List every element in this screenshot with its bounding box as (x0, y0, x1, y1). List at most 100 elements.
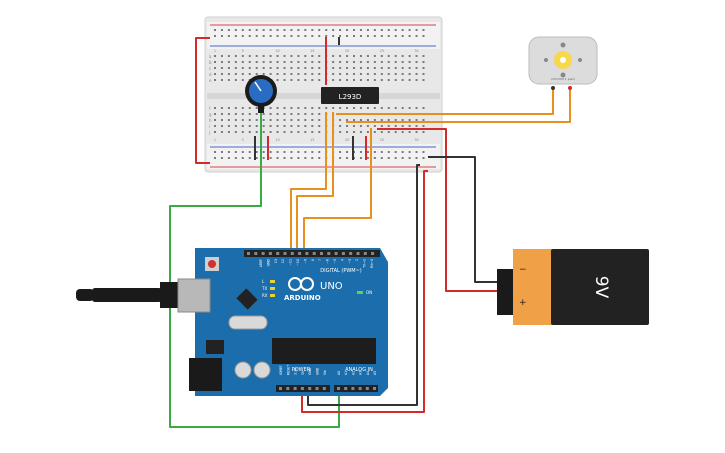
digital-pin-label: 2 (355, 259, 359, 261)
wire-red-rail-loop (195, 37, 210, 164)
wires (169, 37, 571, 428)
breadboard-holes (214, 29, 425, 159)
column-number: 25 (380, 49, 384, 53)
digital-pin-label: TX→1 (363, 259, 367, 269)
column-number: 10 (275, 49, 279, 53)
wire-orange-3 (303, 128, 372, 253)
column-number: 15 (310, 138, 314, 142)
wire-orange-motor-1 (336, 88, 554, 115)
column-number: 1 (214, 49, 216, 53)
arduino-brand: ARDUINO (284, 294, 321, 302)
digital-pin-label: GND (266, 258, 270, 266)
led-label: L (262, 279, 265, 284)
power-pin-label: Vin (323, 370, 327, 375)
power-pin-label: IOREF (279, 365, 283, 375)
battery-minus-label: − (519, 265, 527, 275)
analog-pin-label: A3 (359, 371, 363, 375)
analog-pin-label: A4 (366, 371, 370, 375)
wire-orange-2 (296, 112, 334, 253)
row-letter: c (209, 66, 211, 71)
power-pin-label: 3.3V (294, 367, 298, 375)
chip-label: L293D (339, 93, 362, 101)
row-letter: j (208, 130, 210, 135)
digital-pin-label: ~3 (348, 259, 352, 264)
arduino-uno: ARDUINO UNO DIGITAL (PWM~) POWER ANALOG … (76, 248, 388, 396)
led-label: TX (261, 286, 267, 291)
analog-pin-label: A1 (344, 371, 348, 375)
power-pin-label: GND (308, 367, 312, 375)
row-letter: a (209, 54, 212, 59)
column-number: 15 (310, 49, 314, 53)
column-number: 30 (414, 49, 418, 53)
battery-label: 9V (591, 276, 611, 299)
power-pin-label: RESET (286, 365, 290, 375)
digital-pin-label: 7 (318, 259, 322, 261)
power-pin-label: 5V (301, 370, 305, 375)
column-number: 10 (275, 138, 279, 142)
motor-label: CUSTOM 1 pwm (551, 77, 575, 81)
analog-pin-label: A0 (337, 371, 341, 375)
wire-green-pot (169, 113, 340, 428)
wire-red-5v (301, 170, 428, 413)
digital-header (244, 250, 380, 257)
analog-pin-label: A2 (351, 371, 355, 375)
digital-pin-label: ~6 (326, 259, 330, 264)
breadboard-jumpers (254, 37, 367, 160)
power-rail-bottom (207, 144, 440, 169)
analog-header (334, 385, 378, 392)
power-header-label: POWER (292, 367, 311, 373)
digital-header-label: DIGITAL (PWM~) (320, 268, 362, 274)
row-letter: f (209, 106, 211, 111)
wire-black-gnd (307, 164, 420, 406)
arduino-pin-holes (247, 252, 376, 390)
led-label: RX (262, 293, 268, 298)
row-letter: d (209, 72, 212, 77)
digital-pin-label: ~10 (296, 259, 300, 266)
digital-pin-label: 8 (311, 259, 315, 261)
row-letter: h (209, 118, 212, 123)
usb-cable (92, 288, 162, 302)
digital-pin-label: ~9 (303, 259, 307, 264)
digital-pin-label: RX←0 (370, 259, 374, 268)
battery-9v: − + 9V (497, 249, 649, 325)
row-letter: e (209, 78, 212, 83)
arduino-status-leds: L TX RX (261, 279, 275, 298)
analog-header-label: ANALOG IN (345, 367, 373, 373)
digital-pin-label: ~11 (289, 259, 293, 266)
digital-pin-label: ~5 (333, 259, 337, 264)
power-rail-top (207, 22, 440, 49)
wire-red-battery (377, 128, 497, 292)
battery-plus-label: + (519, 298, 527, 308)
power-pin-label: GND (316, 367, 320, 375)
potentiometer (245, 75, 277, 113)
column-number: 25 (380, 138, 384, 142)
column-number: 20 (345, 138, 349, 142)
l293d-chip: L293D (321, 87, 379, 104)
usb-jack (177, 278, 211, 313)
digital-pin-label: 13 (274, 259, 278, 263)
atmega-chip (272, 338, 376, 364)
digital-pin-label: 4 (340, 259, 344, 261)
column-number: 20 (345, 49, 349, 53)
wire-black-battery (428, 156, 497, 283)
arduino-model: UNO (320, 281, 343, 292)
column-number: 5 (242, 138, 244, 142)
arduino-logo: ARDUINO UNO (284, 277, 343, 302)
digital-pin-label: 12 (281, 259, 285, 263)
wire-orange-motor-2 (346, 88, 571, 123)
dc-motor: CUSTOM 1 pwm (528, 36, 598, 90)
digital-pin-label: AREF (259, 259, 263, 267)
power-jack (189, 358, 222, 391)
column-number: 1 (214, 138, 216, 142)
row-letter: b (209, 60, 212, 65)
analog-pin-label: A5 (373, 371, 377, 375)
column-number: 5 (242, 49, 244, 53)
on-led-label: ON (366, 290, 372, 295)
row-letter: g (209, 112, 212, 117)
row-letter: i (209, 124, 210, 129)
column-number: 30 (414, 138, 418, 142)
wire-orange-1 (290, 112, 327, 253)
